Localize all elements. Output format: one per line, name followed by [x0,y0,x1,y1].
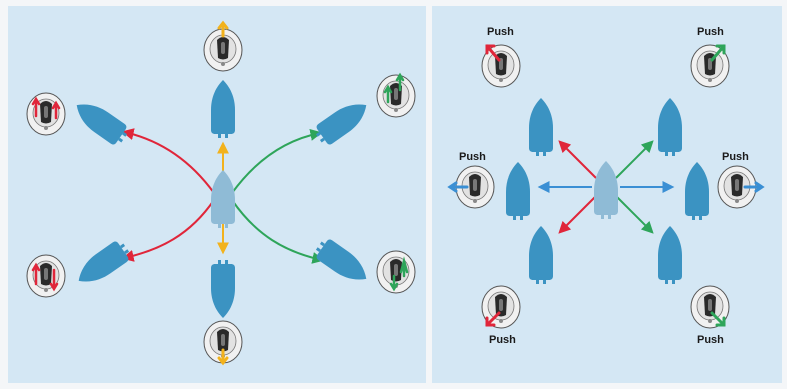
right-joysticks [447,44,765,329]
push-label-top-right: Push [697,26,724,38]
joystick-push-bottom-right [690,285,730,329]
joystick-push-mid-left [447,165,495,209]
joystick-forward-left [26,92,66,136]
joystick-push-top-left [481,44,521,88]
joystick-forward [203,20,243,72]
joystick-reverse [203,320,243,366]
arrow-diag-up-left-red [558,140,597,179]
left-arrows [121,128,325,264]
right-arrows [537,140,675,234]
push-label-bottom-right: Push [697,334,724,346]
joystick-reverse-right [376,250,416,294]
joystick-push-top-right [690,44,730,88]
joystick-forward-right [376,72,416,118]
arrow-diag-down-left-red [558,195,597,234]
push-label-top-left: Push [487,26,514,38]
arrow-diag-up-right-green [615,140,654,179]
arrow-forward-left-red [121,128,215,194]
joystick-push-mid-right [717,165,765,209]
push-label-bottom-left: Push [489,334,516,346]
push-labels: Push Push Push Push Push Push [459,26,749,346]
push-label-mid-left: Push [459,151,486,163]
arrow-forward-right-green [231,129,323,194]
arrow-diag-down-right-green [615,195,654,234]
joystick-reverse-left [26,254,66,298]
push-label-mid-right: Push [722,151,749,163]
arrow-backward-left-red [121,199,215,262]
arrow-backward-right-green [231,199,325,264]
joystick-push-bottom-left [481,285,521,329]
left-joysticks [26,20,416,366]
